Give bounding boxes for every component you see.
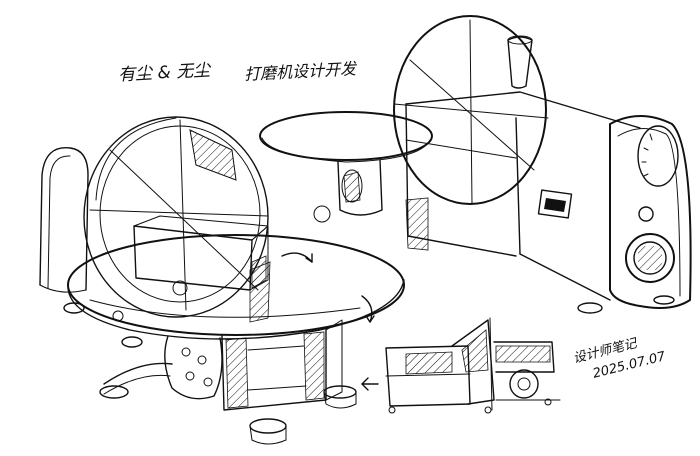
- left-lower-cabinet: [221, 329, 327, 411]
- detail-wheel: [509, 369, 539, 399]
- right-exhaust-port: [625, 233, 675, 283]
- left-dust-collector: [164, 335, 223, 400]
- left-machine: [39, 116, 405, 445]
- left-disc-inner: [99, 125, 261, 303]
- right-main-body: [405, 91, 641, 129]
- right-disc-outer: [393, 15, 547, 205]
- right-machine: [259, 15, 692, 314]
- left-rotate-arrow: [281, 252, 313, 263]
- right-speed-dial: [637, 125, 679, 187]
- right-dust-cup: [507, 36, 533, 89]
- right-front-housing: [609, 115, 692, 309]
- left-foot-1: [99, 385, 129, 399]
- left-disc-outer: [83, 116, 269, 318]
- left-back-panel: [39, 147, 89, 291]
- detail-sketch: [361, 317, 561, 414]
- caption-title: 有尘 & 无尘: [117, 60, 211, 86]
- right-knob: [638, 206, 654, 222]
- right-power-switch: [537, 189, 573, 219]
- left-table-top: [67, 234, 405, 336]
- right-table-top: [259, 111, 433, 161]
